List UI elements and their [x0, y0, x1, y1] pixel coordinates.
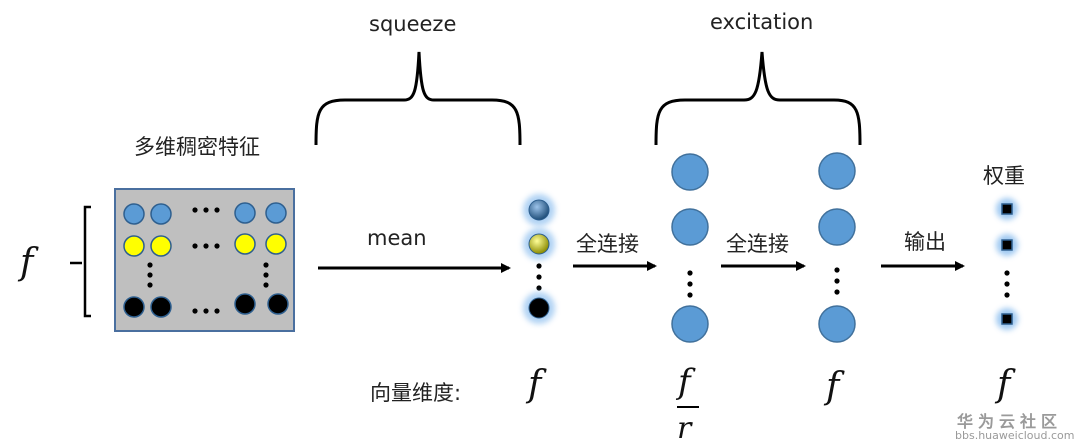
vector-dim-label: 向量维度: [370, 381, 462, 405]
f-dim-squeeze: f [528, 364, 542, 405]
matrix-node-blue [150, 203, 172, 225]
mean-label: mean [367, 226, 427, 250]
output-weights [996, 198, 1018, 330]
f-dim-output: f [997, 364, 1011, 405]
excitation-label: excitation [710, 10, 814, 34]
matrix-node-black [150, 296, 172, 318]
dense-features-label: 多维稠密特征 [134, 135, 260, 159]
matrix-node-yellow [123, 235, 145, 257]
matrix-node-blue [123, 203, 145, 225]
ellipsis-dots [147, 207, 269, 314]
output-label: 输出 [904, 230, 946, 254]
fc1-label: 全连接 [576, 232, 639, 256]
matrix-node-black [234, 293, 256, 315]
matrix-node-blue [234, 202, 256, 224]
watermark-brand: 华为云社区 [957, 412, 1063, 431]
squeeze-brace [314, 51, 522, 146]
squeeze-label: squeeze [369, 12, 457, 36]
f-dim-fc1-numerator: f [678, 362, 691, 402]
weights-label: 权重 [983, 164, 1025, 188]
feature-matrix [114, 188, 295, 332]
matrix-node-blue [265, 202, 287, 224]
f-bracket [70, 205, 91, 318]
squeezed-vector [523, 194, 555, 324]
matrix-node-black [123, 296, 145, 318]
matrix-node-yellow [265, 233, 287, 255]
fc-layer-1 [671, 153, 709, 343]
fc2-label: 全连接 [726, 232, 789, 256]
fc-layer-2 [818, 152, 856, 343]
matrix-node-black [267, 293, 289, 315]
f-dim-fc2: f [826, 366, 840, 407]
f-dim-fc1-denominator: r [677, 411, 692, 446]
matrix-node-yellow [150, 235, 172, 257]
excitation-brace [654, 51, 862, 146]
matrix-node-yellow [234, 233, 256, 255]
f-left-symbol: f [20, 242, 34, 283]
watermark-url: bbs.huaweicloud.com [955, 429, 1075, 442]
